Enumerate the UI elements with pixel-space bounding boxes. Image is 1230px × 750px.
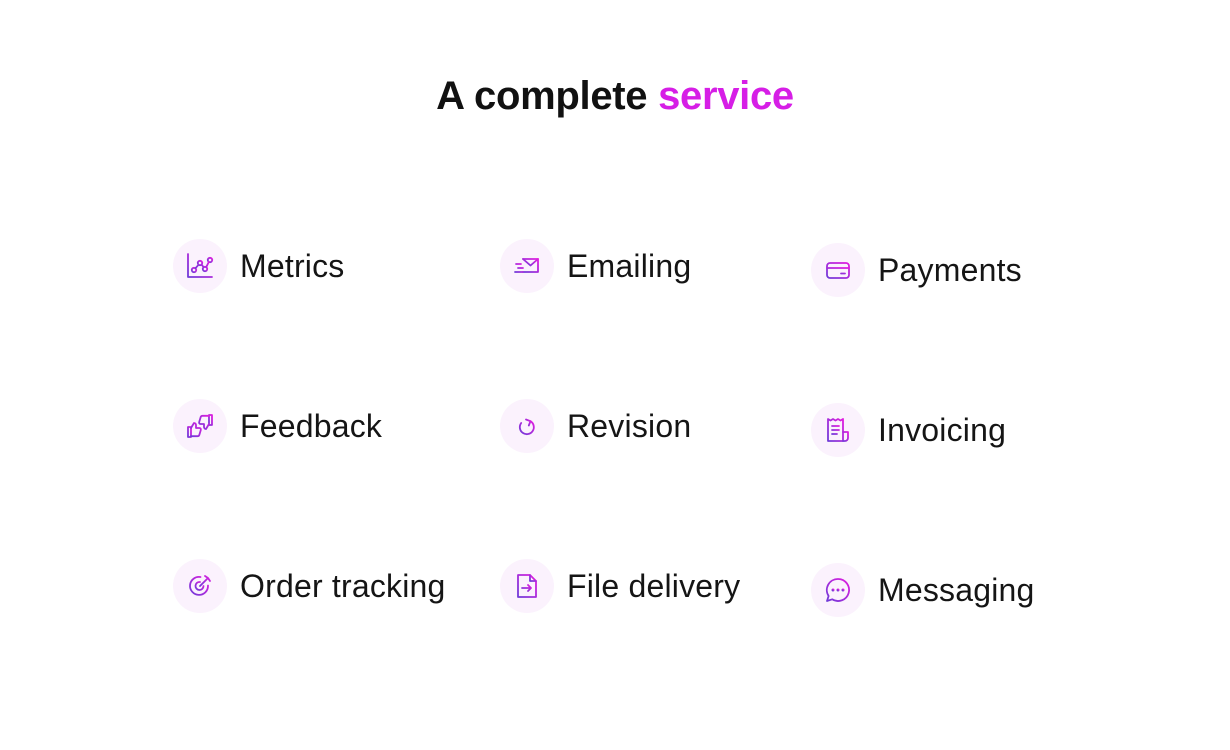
feature-order-tracking: Order tracking <box>173 559 446 613</box>
feature-label: Messaging <box>878 571 1035 608</box>
file-arrow-icon <box>517 574 537 598</box>
feature-metrics: Metrics <box>173 239 345 293</box>
thumbs-up-down-icon <box>187 414 213 438</box>
receipt-icon <box>827 418 849 442</box>
feature-messaging: Messaging <box>811 563 1035 617</box>
icon-badge <box>811 563 865 617</box>
icon-badge <box>173 399 227 453</box>
chart-icon <box>187 253 214 278</box>
feature-label: Payments <box>878 251 1022 288</box>
target-icon <box>189 575 211 596</box>
refresh-icon <box>518 418 535 436</box>
feature-revision: Revision <box>500 399 691 453</box>
title-accent: service <box>658 74 794 118</box>
feature-feedback: Feedback <box>173 399 382 453</box>
section-title: A complete service <box>0 74 1230 119</box>
icon-badge <box>173 559 227 613</box>
feature-label: Metrics <box>240 247 345 284</box>
icon-badge <box>811 243 865 297</box>
feature-label: Order tracking <box>240 567 446 604</box>
icon-badge <box>173 239 227 293</box>
feature-label: File delivery <box>567 567 741 604</box>
credit-card-icon <box>826 262 850 279</box>
icon-badge <box>500 239 554 293</box>
feature-invoicing: Invoicing <box>811 403 1006 457</box>
feature-label: Invoicing <box>878 411 1007 448</box>
feature-payments: Payments <box>811 243 1022 297</box>
feature-label: Emailing <box>567 247 692 284</box>
icon-badge <box>500 559 554 613</box>
feature-label: Feedback <box>240 407 383 444</box>
icon-badge <box>811 403 865 457</box>
chat-bubble-icon <box>825 578 850 602</box>
title-main: A complete <box>436 74 648 118</box>
feature-file-delivery: File delivery <box>500 559 740 613</box>
send-mail-icon <box>514 258 539 273</box>
feature-label: Revision <box>567 407 692 444</box>
icon-badge <box>500 399 554 453</box>
feature-emailing: Emailing <box>500 239 691 293</box>
